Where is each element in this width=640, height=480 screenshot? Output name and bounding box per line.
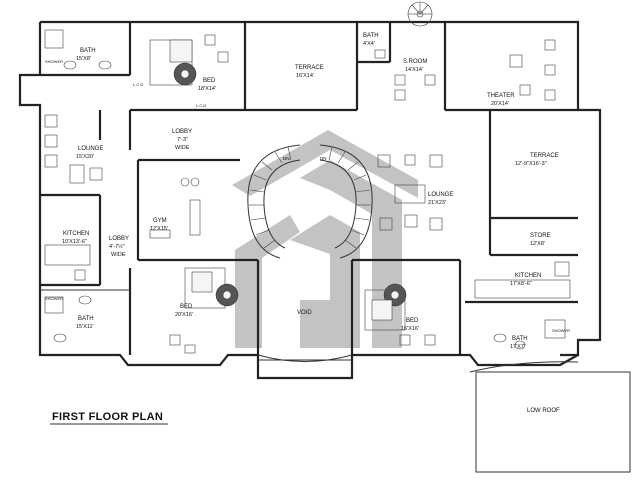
lcd-label-1: L.C.D: [133, 82, 143, 87]
lounge-center-name: LOUNGE: [428, 192, 453, 198]
bed-top-dim: 18'X14': [198, 86, 216, 92]
theater-name: THEATER: [487, 93, 515, 99]
fixture-labels: SHOWER SHOWER SHOWER L.C.D L.C.D DN DN: [45, 59, 570, 333]
exterior-walls: [18, 20, 602, 380]
bed-bottom-left-name: BED: [180, 304, 193, 310]
s-room-dim: 14'X14': [405, 67, 423, 73]
low-roof-name: LOW ROOF: [527, 408, 560, 414]
bed-bottom-right-dim: 16'X16': [401, 326, 419, 332]
bed-top-name: BED: [203, 78, 216, 84]
gym-name: GYM: [153, 218, 167, 224]
kitchen-right-name: KITCHEN: [515, 273, 541, 279]
bath-bottom-left-dim: 15'X11': [76, 324, 94, 330]
bath-small-name: BATH: [363, 33, 379, 39]
terrace-right-dim: 12'-9"X16'-3": [515, 161, 547, 167]
store-dim: 12'X8': [530, 241, 545, 247]
lobby-left-name: LOBBY: [109, 236, 129, 242]
lcd-label-2: L.C.D: [196, 103, 206, 108]
bath-top-left-name: BATH: [80, 48, 96, 54]
furniture: [44, 29, 571, 354]
spiral-staircase: [407, 1, 433, 27]
bath-bottom-right-dim: 17'X7': [510, 344, 525, 350]
kitchen-left-name: KITCHEN: [63, 231, 89, 237]
bath-bottom-right-name: BATH: [512, 336, 528, 342]
lounge-left-name: LOUNGE: [78, 146, 103, 152]
plan-title: FIRST FLOOR PLAN: [52, 411, 163, 423]
s-room-name: S.ROOM: [403, 59, 427, 65]
shower-label-bottom-left: SHOWER: [45, 296, 63, 301]
theater-dim: 20'X14': [491, 101, 509, 107]
shower-label-top: SHOWER: [45, 59, 63, 64]
kitchen-right-dim: 17'X8'-6": [510, 281, 532, 287]
gym-dim: 12'X15': [150, 226, 168, 232]
terrace-top-dim: 16'X14': [296, 73, 314, 79]
interior-walls: [40, 22, 578, 355]
bath-top-left-dim: 15'X8': [76, 56, 91, 62]
lobby-left-dim: 4'-7½": [109, 243, 125, 250]
lobby-top-extra: WIDE: [175, 145, 190, 151]
bath-small-dim: 4'X4': [363, 41, 375, 47]
void-name: VOID: [297, 310, 312, 316]
bath-bottom-left-name: BATH: [78, 316, 94, 322]
store-name: STORE: [530, 233, 551, 239]
lounge-left-dim: 15'X20': [76, 154, 94, 160]
lobby-top-dim: 7'-3": [177, 137, 188, 143]
bed-bottom-right-name: BED: [406, 318, 419, 324]
kitchen-left-dim: 10'X13'-6": [62, 239, 87, 245]
lobby-top-name: LOBBY: [172, 129, 192, 135]
low-roof-area: [475, 371, 631, 473]
lounge-center-dim: 21'X23': [428, 200, 446, 206]
stair-dn-right: DN: [320, 156, 327, 161]
lobby-left-extra: WIDE: [111, 252, 126, 258]
stair-dn-left: DN: [283, 156, 290, 161]
terrace-right-name: TERRACE: [530, 153, 559, 159]
central-curved-staircase: [247, 144, 373, 259]
bed-bottom-left-dim: 20'X16': [175, 312, 193, 318]
shower-label-bottom-right: SHOWER: [552, 328, 570, 333]
terrace-top-name: TERRACE: [295, 65, 324, 71]
room-labels: BATH 15'X8' BED 18'X14' TERRACE 16'X14' …: [62, 33, 560, 414]
